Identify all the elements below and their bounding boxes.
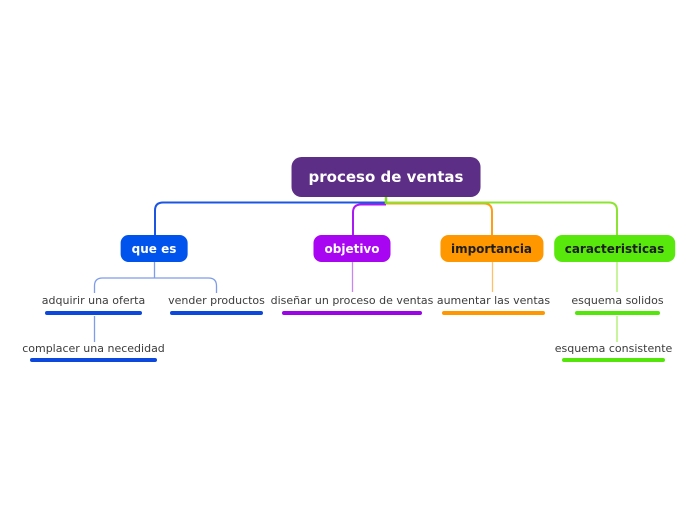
- que-es-fork-line: [93, 277, 218, 293]
- topic-caracteristicas[interactable]: caracteristicas: [553, 235, 676, 262]
- underline-adquirir-una-oferta: [45, 311, 142, 315]
- subtopic-complacer-una-necedidad[interactable]: complacer una necedidad: [22, 342, 165, 355]
- topic-que-es[interactable]: que es: [120, 235, 188, 262]
- subtopic-vender-productos[interactable]: vender productos: [168, 294, 265, 307]
- underline-vender-productos: [170, 311, 263, 315]
- underline-esquema-solidos: [575, 311, 660, 315]
- topic-importancia[interactable]: importancia: [439, 235, 544, 262]
- underline-complacer-una-necedidad: [30, 358, 157, 362]
- subtopic-esquema-solidos[interactable]: esquema solidos: [571, 294, 664, 307]
- topic-objetivo[interactable]: objetivo: [313, 235, 391, 262]
- branch-line-importancia: [386, 202, 493, 235]
- branch-line-que-es: [154, 201, 386, 235]
- subtopic-esquema-consistente[interactable]: esquema consistente: [554, 342, 673, 355]
- subtopic-aumentar-las-ventas[interactable]: aumentar las ventas: [436, 294, 551, 307]
- topic-proceso-de-ventas[interactable]: proceso de ventas: [291, 157, 481, 197]
- underline-esquema-consistente: [562, 358, 665, 362]
- underline-aumentar-las-ventas: [442, 311, 545, 315]
- subtopic-disenar-un-proceso-de-ventas[interactable]: diseñar un proceso de ventas: [270, 294, 434, 307]
- branch-line-objetivo: [352, 203, 386, 235]
- branch-line-caracteristicas: [386, 201, 618, 235]
- subtopic-adquirir-una-oferta[interactable]: adquirir una oferta: [41, 294, 146, 307]
- underline-disenar-un-proceso-de-ventas: [282, 311, 422, 315]
